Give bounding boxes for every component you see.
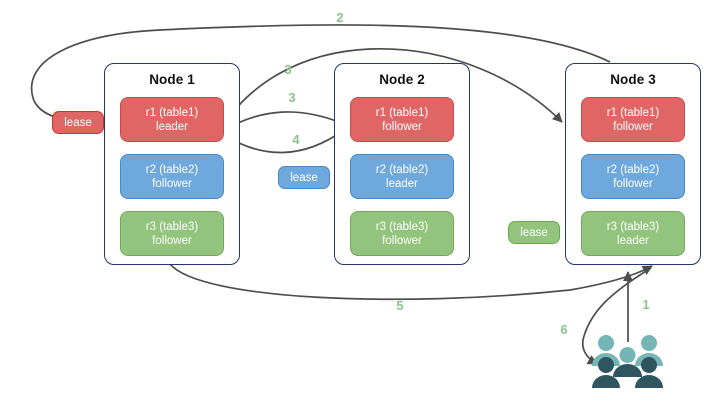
replica-range: r1 (table1) [606,106,660,119]
replica-n3-r1[interactable]: r1 (table1) follower [581,97,685,142]
edge-label-3b: 3 [288,90,296,105]
replica-n1-r1[interactable]: r1 (table1) leader [120,97,224,142]
replica-range: r3 (table3) [145,220,199,233]
edge-3-to-node2-path [221,111,345,132]
edge-5-path [169,263,653,301]
users-icon [592,335,663,388]
replica-role: follower [382,234,422,247]
replica-range: r3 (table3) [606,220,660,233]
replica-role: follower [152,177,192,190]
edge-label-4: 4 [292,132,300,147]
replica-range: r1 (table1) [375,106,429,119]
replica-n3-r3[interactable]: r3 (table3) leader [581,211,685,256]
node-title-3: Node 3 [610,72,656,87]
replica-role: follower [382,120,422,133]
edge-label-3a: 3 [284,62,292,77]
users-front-row [592,357,663,388]
node-title-2: Node 2 [379,72,425,87]
replica-range: r2 (table2) [375,163,429,176]
replica-range: r2 (table2) [606,163,660,176]
replica-n1-r3[interactable]: r3 (table3) follower [120,211,224,256]
replica-role: leader [617,234,649,247]
replica-role: leader [386,177,418,190]
replica-role: leader [156,120,188,133]
replica-n3-r2[interactable]: r2 (table2) follower [581,154,685,199]
lease-badge-blue[interactable]: lease [278,166,330,189]
replica-n2-r2[interactable]: r2 (table2) leader [350,154,454,199]
edge-4-path [225,129,345,154]
replica-range: r1 (table1) [145,106,199,119]
replica-range: r2 (table2) [145,163,199,176]
edge-label-1: 1 [642,297,650,312]
edge-label-2: 2 [336,10,344,25]
replica-role: follower [613,120,653,133]
edge-label-6: 6 [560,322,568,337]
replica-role: follower [613,177,653,190]
replica-n2-r1[interactable]: r1 (table1) follower [350,97,454,142]
replica-role: follower [152,234,192,247]
replica-range: r3 (table3) [375,220,429,233]
replica-n2-r3[interactable]: r3 (table3) follower [350,211,454,256]
lease-badge-red[interactable]: lease [52,111,104,134]
lease-badge-green[interactable]: lease [508,221,560,244]
replica-n1-r2[interactable]: r2 (table2) follower [120,154,224,199]
node-title-1: Node 1 [149,72,195,87]
edge-label-5: 5 [396,298,404,313]
